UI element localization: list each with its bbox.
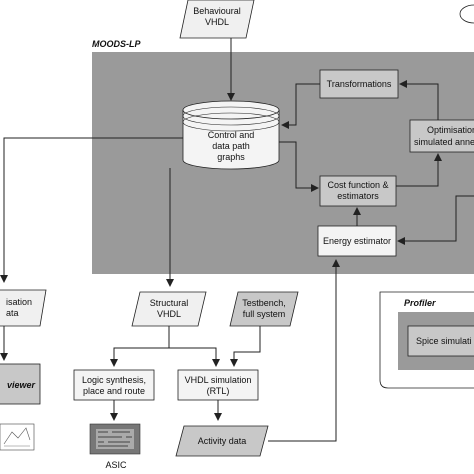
vhdl-sim-line1: VHDL simulation — [185, 375, 252, 385]
behavioural-vhdl-line1: Behavioural — [193, 6, 241, 16]
optimisation-node — [409, 119, 474, 153]
testbench-line1: Testbench, — [242, 298, 286, 308]
testbench-line2: full system — [243, 309, 286, 319]
activity-data-node — [175, 425, 269, 457]
arrow-cdfg-to-left — [0, 137, 183, 283]
energy-estimator-label: Energy estimator — [323, 236, 391, 246]
top-right-oval — [459, 4, 474, 24]
cost-function-line2: estimators — [337, 191, 379, 201]
vhdl-sim-node — [177, 369, 259, 401]
logic-synthesis-node — [73, 369, 155, 401]
optimisation-line1: Optimisation — [427, 125, 474, 135]
arrow-right-to-energy — [397, 195, 474, 245]
arrow-transform-to-cdfg — [281, 83, 320, 129]
arrow-activity-to-energy — [268, 259, 340, 442]
logic-synthesis-line2: place and route — [83, 386, 145, 396]
left-para-line1: isation — [6, 297, 32, 307]
left-para-node — [0, 289, 47, 327]
arrow-opt-to-transform — [399, 80, 439, 120]
structural-vhdl-line2: VHDL — [157, 309, 181, 319]
arrow-structural-to-vhdlsim — [169, 347, 220, 367]
logic-synthesis-line1: Logic synthesis, — [82, 375, 146, 385]
activity-data-label: Activity data — [198, 436, 247, 446]
cdfg-node — [182, 100, 280, 170]
transformations-label: Transformations — [327, 79, 392, 89]
asic-chip-image — [89, 423, 141, 455]
arrow-cdfg-to-cost — [279, 141, 319, 192]
cdfg-line2: data path — [212, 141, 250, 151]
transformations-node — [319, 69, 399, 99]
behavioural-vhdl-node — [179, 0, 255, 39]
spice-node — [407, 325, 474, 357]
cost-function-node — [319, 175, 397, 207]
profiler-label: Profiler — [404, 298, 436, 308]
spice-label: Spice simulati — [416, 336, 472, 346]
arrow-structural-to-logic — [110, 326, 170, 367]
asic-label: ASIC — [105, 460, 127, 470]
vhdl-sim-line2: (RTL) — [207, 386, 230, 396]
testbench-node — [229, 291, 299, 327]
left-para-line2: ata — [6, 308, 19, 318]
viewer-thumbnail — [0, 423, 35, 451]
profiler-outline — [379, 291, 474, 389]
energy-estimator-node — [317, 225, 397, 257]
moods-lp-panel — [92, 52, 474, 274]
arrow-testbench-to-vhdlsim — [230, 326, 261, 367]
viewer-node — [0, 363, 41, 405]
optimisation-line2: simulated anne — [414, 137, 474, 147]
moods-lp-label: MOODS-LP — [92, 39, 141, 49]
cost-function-line1: Cost function & — [327, 180, 388, 190]
structural-vhdl-line1: Structural — [150, 298, 189, 308]
cdfg-line3: graphs — [217, 152, 245, 162]
viewer-label: viewer — [7, 380, 36, 390]
structural-vhdl-node — [131, 291, 207, 327]
arrow-cost-to-opt — [396, 153, 442, 187]
behavioural-vhdl-line2: VHDL — [205, 17, 229, 27]
cdfg-line1: Control and — [208, 130, 255, 140]
